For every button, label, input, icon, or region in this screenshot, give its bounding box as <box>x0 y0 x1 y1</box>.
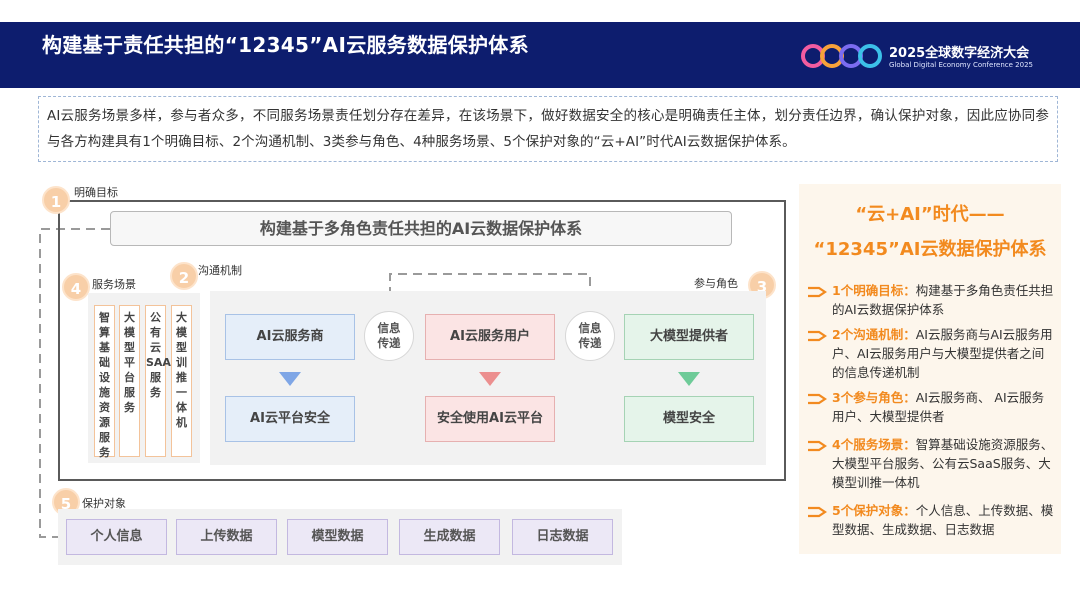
summary-title-line1: “云+AI”时代—— <box>855 204 1005 225</box>
protect-item: 个人信息 <box>66 519 167 555</box>
summary-item-head: 4个服务场景： <box>832 437 916 452</box>
scene-item: 智算基础设施资源服务 <box>94 305 115 459</box>
conference-title: 2025全球数字经济大会 <box>889 46 1030 61</box>
goal-banner: 构建基于多角色责任共担的AI云数据保护体系 <box>110 211 732 246</box>
label-goal: 明确目标 <box>74 186 118 199</box>
info-circle-line2: 传递 <box>377 336 401 350</box>
badge-scenes: 4 <box>62 273 90 301</box>
summary-item: 2个沟通机制：AI云服务商与AI云服务用户、AI云服务用户与大模型提供者之间的信… <box>832 325 1054 382</box>
info-circle-line2: 传递 <box>578 336 602 350</box>
scene-item: 大模型训推一体机 <box>171 305 192 457</box>
protect-item: 日志数据 <box>512 519 613 555</box>
role-cloud-user: AI云服务用户 <box>425 314 555 360</box>
intro-box: AI云服务场景多样，参与者众多，不同服务场景责任划分存在差异，在该场景下，做好数… <box>38 96 1058 162</box>
info-transfer-circle-left: 信息 传递 <box>364 311 414 361</box>
protect-item: 模型数据 <box>287 519 388 555</box>
summary-item-body: 个人信息、上传数据、模型数据、生成数据、日志数据 <box>832 503 1054 537</box>
protect-item: 生成数据 <box>399 519 500 555</box>
badge-goal: 1 <box>42 186 70 214</box>
label-comm: 沟通机制 <box>198 264 242 277</box>
label-scenes: 服务场景 <box>92 278 136 291</box>
protect-item: 上传数据 <box>176 519 277 555</box>
summary-item-head: 2个沟通机制： <box>832 327 916 342</box>
label-protect: 保护对象 <box>82 497 126 510</box>
arrow-bullet-icon <box>808 330 827 342</box>
summary-item: 3个参与角色：AI云服务商、 AI云服务用户、大模型提供者 <box>832 388 1054 426</box>
scene-item: 公有云SAAS服务 <box>145 305 179 457</box>
conference-subtitle: Global Digital Economy Conference 2025 <box>889 61 1033 69</box>
role-model-provider: 大模型提供者 <box>624 314 754 360</box>
summary-item: 4个服务场景：智算基础设施资源服务、大模型平台服务、公有云SaaS服务、大模型训… <box>832 435 1054 492</box>
down-arrow-icon <box>279 372 301 386</box>
role-cloud-provider: AI云服务商 <box>225 314 355 360</box>
summary-item-head: 1个明确目标： <box>832 283 916 298</box>
arrow-bullet-icon <box>808 393 827 405</box>
system-frame <box>58 200 786 481</box>
security-safe-usage: 安全使用AI云平台 <box>425 396 555 442</box>
info-circle-line1: 信息 <box>578 321 602 335</box>
summary-item-body: 智算基础设施资源服务、大模型平台服务、公有云SaaS服务、大模型训推一体机 <box>832 437 1054 490</box>
arrow-bullet-icon <box>808 286 827 298</box>
security-model: 模型安全 <box>624 396 754 442</box>
summary-item-head: 5个保护对象： <box>832 503 916 518</box>
info-transfer-circle-right: 信息 传递 <box>565 311 615 361</box>
summary-panel: “云+AI”时代—— “12345”AI云数据保护体系 1个明确目标：构建基于多… <box>799 184 1061 554</box>
arrow-bullet-icon <box>808 440 827 452</box>
intro-text: AI云服务场景多样，参与者众多，不同服务场景责任划分存在差异，在该场景下，做好数… <box>47 108 1049 150</box>
summary-item-head: 3个参与角色： <box>832 390 916 405</box>
summary-title-line2: “12345”AI云数据保护体系 <box>813 239 1047 260</box>
top-strip <box>0 0 1080 22</box>
scene-item: 大模型平台服务 <box>119 305 140 457</box>
summary-item-body: AI云服务商与AI云服务用户、AI云服务用户与大模型提供者之间的信息传递机制 <box>832 327 1053 380</box>
summary-item: 5个保护对象：个人信息、上传数据、模型数据、生成数据、日志数据 <box>832 501 1054 539</box>
page-title: 构建基于责任共担的“12345”AI云服务数据保护体系 <box>42 33 529 57</box>
summary-item: 1个明确目标：构建基于多角色责任共担的AI云数据保护体系 <box>832 281 1054 319</box>
label-roles: 参与角色 <box>694 277 738 290</box>
arrow-bullet-icon <box>808 506 827 518</box>
info-circle-line1: 信息 <box>377 321 401 335</box>
gdec-logo <box>801 44 882 68</box>
summary-item-body: AI云服务商、 AI云服务用户、大模型提供者 <box>832 390 1045 424</box>
summary-item-body: 构建基于多角色责任共担的AI云数据保护体系 <box>832 283 1054 317</box>
badge-comm: 2 <box>170 262 198 290</box>
down-arrow-icon <box>479 372 501 386</box>
down-arrow-icon <box>678 372 700 386</box>
security-cloud-platform: AI云平台安全 <box>225 396 355 442</box>
header-bar <box>0 22 1080 88</box>
